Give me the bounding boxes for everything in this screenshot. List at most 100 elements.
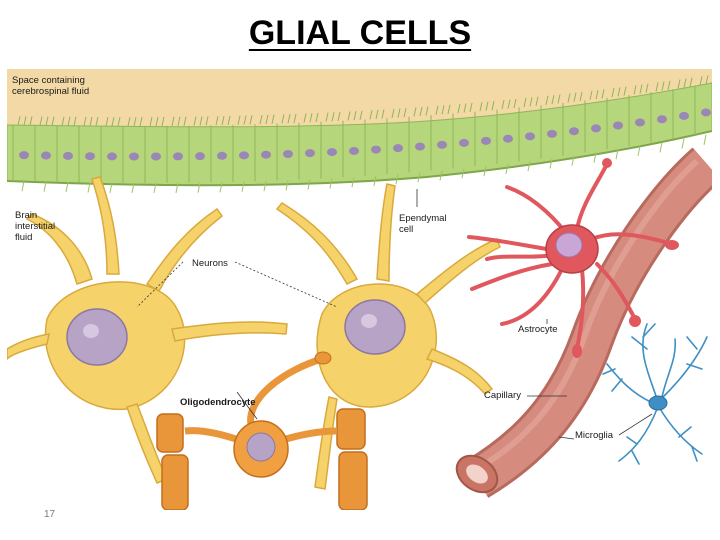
cilium [149, 116, 153, 127]
ependymal-process [109, 182, 113, 193]
ependymal-nucleus [261, 150, 271, 159]
cilium [645, 83, 649, 93]
ependymal-process [241, 181, 245, 192]
cilium [259, 115, 263, 125]
cilium [45, 116, 49, 126]
cilium [205, 116, 209, 126]
slide-title: GLIAL CELLS [0, 14, 720, 53]
cilium [535, 96, 539, 106]
ependymal-process [615, 149, 619, 160]
cilium [139, 116, 143, 127]
illustration-canvas [7, 69, 712, 510]
ependymal-process [483, 166, 487, 177]
ependymal-nucleus [19, 151, 29, 160]
cilium [347, 111, 351, 121]
ependymal-process [659, 142, 663, 153]
cilium [111, 116, 115, 127]
label-csf-space: Space containing cerebrospinal fluid [12, 75, 90, 97]
neuron-left-nucleus [66, 308, 128, 366]
ependymal-layer [7, 82, 712, 187]
cilium [271, 114, 275, 124]
page-number: 17 [44, 509, 56, 520]
ependymal-nucleus [151, 152, 161, 161]
ependymal-nucleus [415, 142, 425, 151]
cilium [413, 107, 417, 117]
cilium [557, 94, 561, 104]
label-neurons: Neurons [192, 258, 228, 269]
ependymal-nucleus [327, 148, 337, 157]
ependymal-process [307, 179, 311, 190]
cilium [303, 113, 307, 123]
cilium [441, 105, 445, 115]
leader-lines [136, 189, 653, 440]
myelin-sheath-right [336, 408, 368, 510]
cilium [315, 112, 319, 123]
cilium [601, 89, 605, 99]
cilium [193, 116, 197, 126]
ependymal-nucleus [679, 111, 689, 120]
ependymal-nucleus [195, 152, 205, 161]
ependymal-process [197, 182, 201, 193]
ependymal-nucleus [569, 127, 579, 136]
cilium [683, 78, 687, 88]
cilium [513, 98, 517, 109]
ependymal-nucleus [459, 138, 469, 147]
ependymal-nucleus [107, 152, 117, 161]
ependymal-process [153, 182, 157, 194]
glial-cells-illustration: Space containing cerebrospinal fluid Bra… [7, 69, 712, 510]
label-interstitial-fluid: Brain interstitial fluid [15, 210, 56, 243]
cilium [133, 116, 137, 127]
cilium [699, 76, 703, 86]
cilium [265, 114, 269, 125]
cilium [501, 100, 505, 110]
cilium [611, 88, 615, 98]
ependymal-process [439, 170, 443, 181]
cilium [595, 89, 599, 100]
ependymal-nucleus [701, 108, 711, 117]
ependymal-cells [12, 75, 712, 194]
cilium [39, 116, 43, 126]
ependymal-nucleus [63, 151, 73, 160]
ependymal-process [593, 152, 597, 163]
ependymal-nucleus [41, 151, 51, 160]
ependymal-nucleus [591, 124, 601, 133]
ependymal-process [527, 161, 531, 172]
cilium [309, 113, 313, 123]
neuron-left-nucleolus [83, 324, 99, 338]
cilium [469, 102, 473, 113]
cilium [51, 116, 55, 126]
ependymal-nucleus [217, 151, 227, 160]
cilium [359, 110, 363, 120]
ependymal-process [285, 180, 289, 191]
cilium [485, 101, 489, 111]
cilium [655, 82, 659, 92]
cilium [689, 77, 693, 87]
cilium [127, 116, 131, 127]
cilium [171, 116, 175, 126]
cilium [227, 115, 231, 126]
cilium [61, 116, 65, 126]
cilium [161, 116, 165, 127]
ependymal-process [21, 181, 25, 192]
cilium [177, 116, 181, 126]
cilium [155, 116, 159, 127]
ependymal-nucleus [547, 129, 557, 138]
cilium [221, 115, 225, 126]
cilium [661, 81, 665, 91]
ependymal-nucleus [283, 149, 293, 158]
ependymal-process [461, 168, 465, 179]
ependymal-nucleus [173, 152, 183, 161]
ependymal-nucleus [503, 134, 513, 143]
cilium [23, 116, 27, 126]
cilium [67, 116, 71, 126]
cilium [17, 116, 21, 126]
cilium [639, 84, 643, 94]
cilium [479, 102, 483, 112]
ependymal-process [571, 155, 575, 166]
cilium [529, 97, 533, 107]
cilium [391, 108, 395, 119]
cilium [623, 86, 627, 96]
ependymal-nucleus [371, 145, 381, 154]
ependymal-nucleus [635, 118, 645, 127]
cilium [325, 112, 329, 122]
